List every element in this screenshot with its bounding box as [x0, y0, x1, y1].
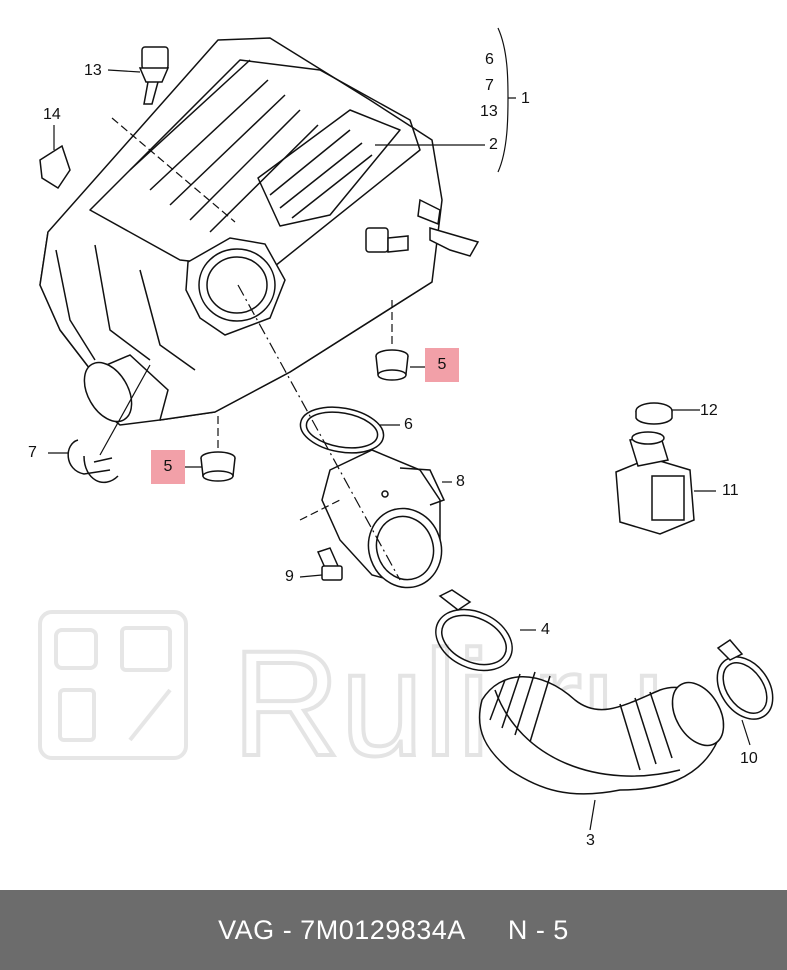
- page-reference-label: N - 5: [507, 914, 569, 945]
- callout-5-upper: 5: [437, 356, 447, 373]
- clamp-part-7: [67, 439, 119, 484]
- callout-10: 10: [740, 750, 758, 767]
- callout-13: 13: [84, 62, 102, 79]
- part-number-footer: VAG - 7M0129834A N - 5: [0, 890, 787, 970]
- callout-12: 12: [700, 402, 718, 419]
- callout-3: 3: [586, 832, 595, 849]
- callout-13-top: 13: [480, 103, 498, 120]
- exploded-view-drawing: Ruli.ru: [38, 27, 774, 831]
- parts-diagram: Ruli.ru: [28, 27, 774, 849]
- seal-ring-part-6: [299, 406, 385, 454]
- callout-7: 7: [28, 444, 37, 461]
- callout-7-top: 7: [485, 77, 494, 94]
- grommet-part-5-upper: [375, 349, 409, 381]
- grommet-part-5-lower: [200, 451, 236, 482]
- sensor-part-13: [138, 46, 170, 105]
- callout-5-lower: 5: [163, 458, 173, 475]
- callout-5-lower-highlight: 5: [151, 450, 185, 484]
- hose-clamp-part-4: [435, 589, 513, 672]
- callout-1: 1: [521, 90, 530, 107]
- housing-outlet-flange: [185, 237, 286, 336]
- callout-6-top: 6: [485, 51, 494, 68]
- watermark-logo: [38, 610, 188, 760]
- callout-4: 4: [541, 621, 550, 638]
- part-number-label: VAG - 7M0129834A: [218, 914, 466, 945]
- callout-8: 8: [456, 473, 465, 490]
- callout-5-upper-highlight: 5: [425, 348, 459, 382]
- callout-14: 14: [43, 106, 61, 123]
- leader-lines: [48, 27, 751, 831]
- bolt-part-9: [316, 547, 343, 581]
- cap-part-12: [635, 402, 673, 425]
- housing-stud: [365, 198, 480, 257]
- housing-inlet: [83, 354, 169, 426]
- intake-hose-part-3: [478, 671, 725, 795]
- clip-part-14: [39, 144, 71, 190]
- callout-6: 6: [404, 416, 413, 433]
- callout-9: 9: [285, 568, 294, 585]
- hose-clamp-part-10: [716, 639, 774, 720]
- air-filter-housing: [39, 37, 443, 421]
- connector-part-11: [615, 431, 695, 535]
- callout-11: 11: [722, 482, 739, 499]
- callout-2: 2: [489, 136, 498, 153]
